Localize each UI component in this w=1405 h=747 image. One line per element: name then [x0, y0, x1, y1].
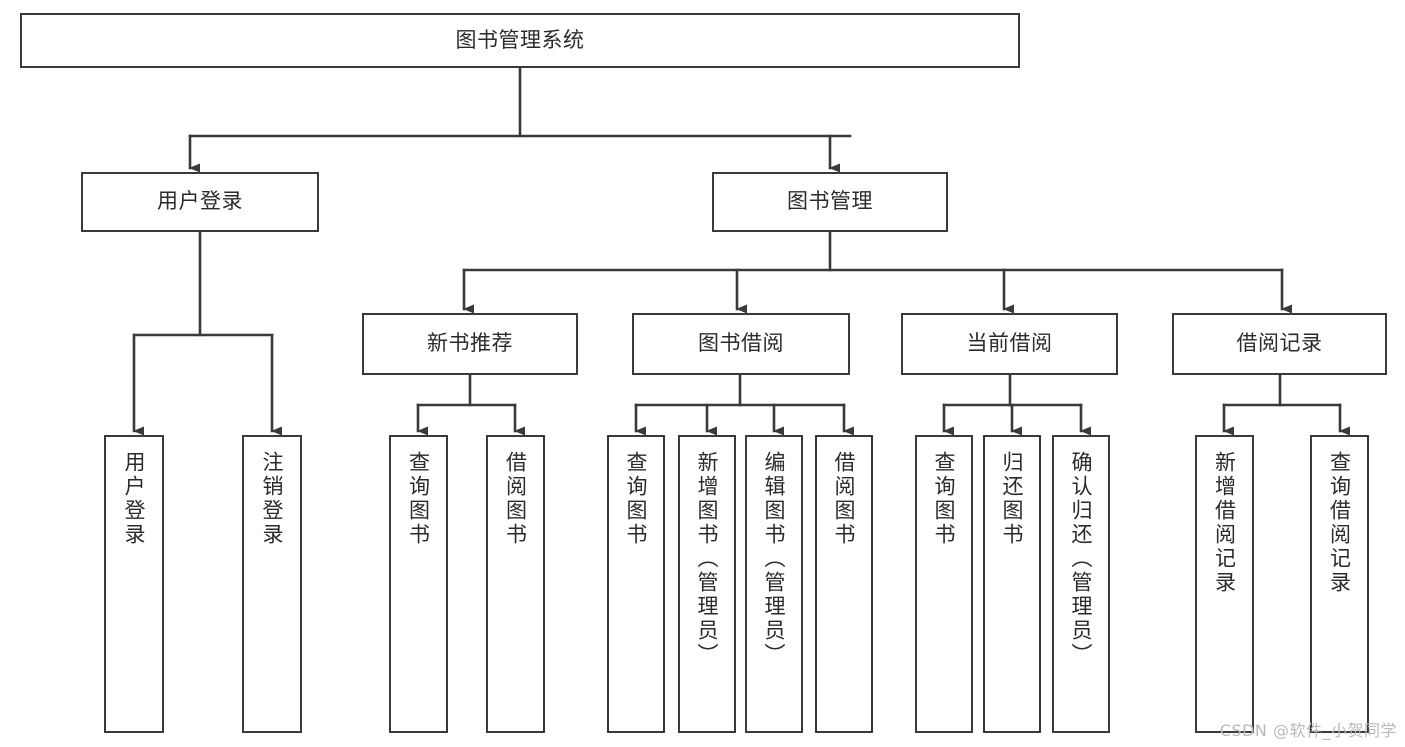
- node-label: 用户登录: [122, 451, 147, 547]
- leaf-borrow-lend-book[interactable]: 借阅图书: [815, 435, 873, 733]
- leaf-borrow-add-book-admin[interactable]: 新增图书（管理员）: [678, 435, 736, 733]
- node-label: 查询图书: [624, 451, 649, 547]
- node-label: 新增图书（管理员）: [695, 451, 720, 667]
- node-borrow-records[interactable]: 借阅记录: [1172, 313, 1387, 375]
- node-label: 图书管理系统: [455, 27, 585, 52]
- node-label: 确认归还（管理员）: [1069, 451, 1094, 667]
- node-label: 编辑图书（管理员）: [762, 451, 787, 667]
- node-book-borrow[interactable]: 图书借阅: [632, 313, 850, 375]
- node-root-system[interactable]: 图书管理系统: [20, 13, 1020, 68]
- node-label: 图书管理: [787, 189, 873, 214]
- leaf-records-query-record[interactable]: 查询借阅记录: [1310, 435, 1369, 733]
- node-label: 查询图书: [406, 451, 431, 547]
- node-label: 归还图书: [1000, 451, 1025, 547]
- leaf-user-logout[interactable]: 注销登录: [242, 435, 302, 733]
- node-book-management[interactable]: 图书管理: [712, 172, 948, 232]
- leaf-current-query-books[interactable]: 查询图书: [915, 435, 973, 733]
- node-label: 注销登录: [260, 451, 285, 547]
- node-label: 当前借阅: [966, 331, 1053, 356]
- node-label: 新书推荐: [427, 331, 513, 356]
- leaf-current-return-books[interactable]: 归还图书: [983, 435, 1041, 733]
- node-current-borrow[interactable]: 当前借阅: [901, 313, 1118, 375]
- leaf-user-login[interactable]: 用户登录: [104, 435, 164, 733]
- watermark-csdn: CSDN @软件_小贺同学: [1219, 721, 1397, 740]
- node-label: 借阅记录: [1236, 331, 1323, 356]
- leaf-current-confirm-return-admin[interactable]: 确认归还（管理员）: [1052, 435, 1110, 733]
- node-new-book-recommend[interactable]: 新书推荐: [362, 313, 578, 375]
- node-label: 借阅图书: [832, 451, 857, 547]
- node-label: 图书借阅: [698, 331, 784, 356]
- node-user-login[interactable]: 用户登录: [81, 172, 319, 232]
- node-label: 用户登录: [157, 189, 243, 214]
- leaf-newbook-query-books[interactable]: 查询图书: [389, 435, 448, 733]
- leaf-borrow-query-books[interactable]: 查询图书: [607, 435, 665, 733]
- leaf-newbook-borrow-books[interactable]: 借阅图书: [486, 435, 545, 733]
- node-label: 查询借阅记录: [1327, 451, 1352, 595]
- node-label: 新增借阅记录: [1212, 451, 1237, 595]
- leaf-records-add-record[interactable]: 新增借阅记录: [1195, 435, 1254, 733]
- node-label: 借阅图书: [503, 451, 528, 547]
- node-label: 查询图书: [932, 451, 957, 547]
- leaf-borrow-edit-book-admin[interactable]: 编辑图书（管理员）: [745, 435, 803, 733]
